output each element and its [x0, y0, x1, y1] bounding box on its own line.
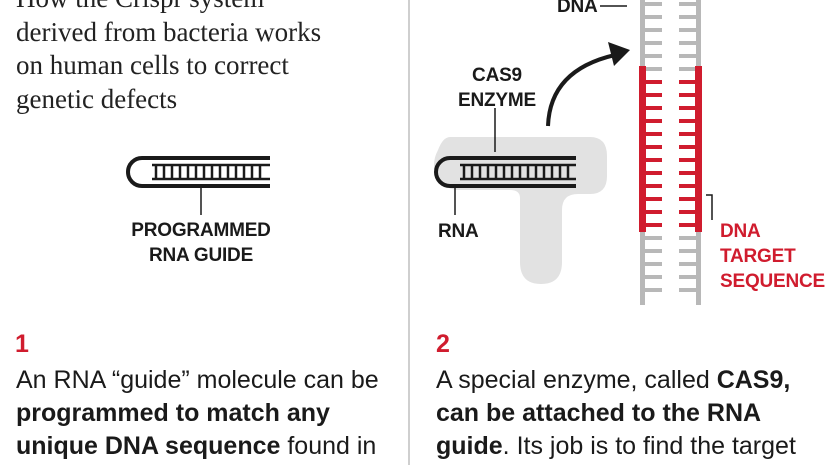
label-line: CAS9: [472, 65, 522, 86]
step-number: 1: [15, 330, 29, 358]
body-line: A special enzyme, called CAS9,: [436, 364, 796, 397]
step-number: 2: [436, 330, 450, 358]
body-bold: unique DNA sequence: [16, 432, 281, 460]
intro-line: How the Crispr system: [16, 0, 396, 16]
body-bold: CAS9,: [716, 366, 791, 394]
step-1-panel: How the Crispr system derived from bacte…: [0, 0, 408, 465]
cas9-dna-illustration: [434, 0, 713, 305]
intro-line: on human cells to correct: [16, 50, 289, 80]
step-2-description: A special enzyme, called CAS9, can be at…: [436, 364, 796, 463]
intro-line: genetic defects: [16, 83, 178, 114]
body-bold: guide: [436, 432, 503, 460]
body-plain: A special enzyme, called: [436, 366, 717, 394]
dna-label: DNA: [557, 0, 598, 17]
target-strand-right: [695, 66, 702, 232]
body-line: programmed to match any: [16, 397, 379, 430]
panel-divider: [408, 0, 410, 465]
intro-text: How the Crispr system derived from bacte…: [16, 0, 396, 116]
body-bold: can be attached to the RNA: [436, 399, 762, 427]
rna-guide-comb-icon: [434, 156, 576, 188]
step-1-description: An RNA “guide” molecule can be programme…: [16, 364, 379, 463]
label-line: SEQUENCE: [720, 271, 826, 292]
body-line: An RNA “guide” molecule can be: [16, 366, 379, 394]
body-line: can be attached to the RNA: [436, 397, 796, 430]
rna-guide-illustration: [126, 156, 270, 215]
enzyme-silhouette: [434, 137, 607, 284]
label-line: DNA: [720, 221, 761, 242]
curved-arrow-icon: [546, 42, 630, 127]
body-plain: . Its job is to find the target: [502, 432, 796, 460]
dna-ladder-icon: [639, 0, 702, 305]
target-leader-line: [706, 194, 713, 220]
target-strand-left: [639, 66, 646, 232]
label-line: PROGRAMMED: [131, 220, 271, 241]
body-line: guide. Its job is to find the target: [436, 430, 796, 463]
label-line: TARGET: [720, 246, 796, 267]
rna-guide-comb-icon: [126, 156, 270, 188]
label-line: RNA GUIDE: [148, 245, 254, 266]
body-plain: found in: [280, 432, 377, 460]
cas9-enzyme-label: CAS9 ENZYME: [452, 63, 542, 113]
intro-line: derived from bacteria works: [16, 16, 322, 47]
step-2-panel: DNA CAS9 ENZYME RNA DNA TARGET SEQUENCE …: [410, 0, 827, 465]
dna-target-sequence-label: DNA TARGET SEQUENCE: [720, 219, 825, 294]
programmed-rna-guide-label: PROGRAMMED RNA GUIDE: [126, 218, 276, 268]
body-line: unique DNA sequence found in: [16, 430, 379, 463]
label-line: ENZYME: [458, 90, 536, 111]
body-bold: programmed to match any: [16, 399, 330, 427]
rna-label: RNA: [438, 221, 479, 242]
